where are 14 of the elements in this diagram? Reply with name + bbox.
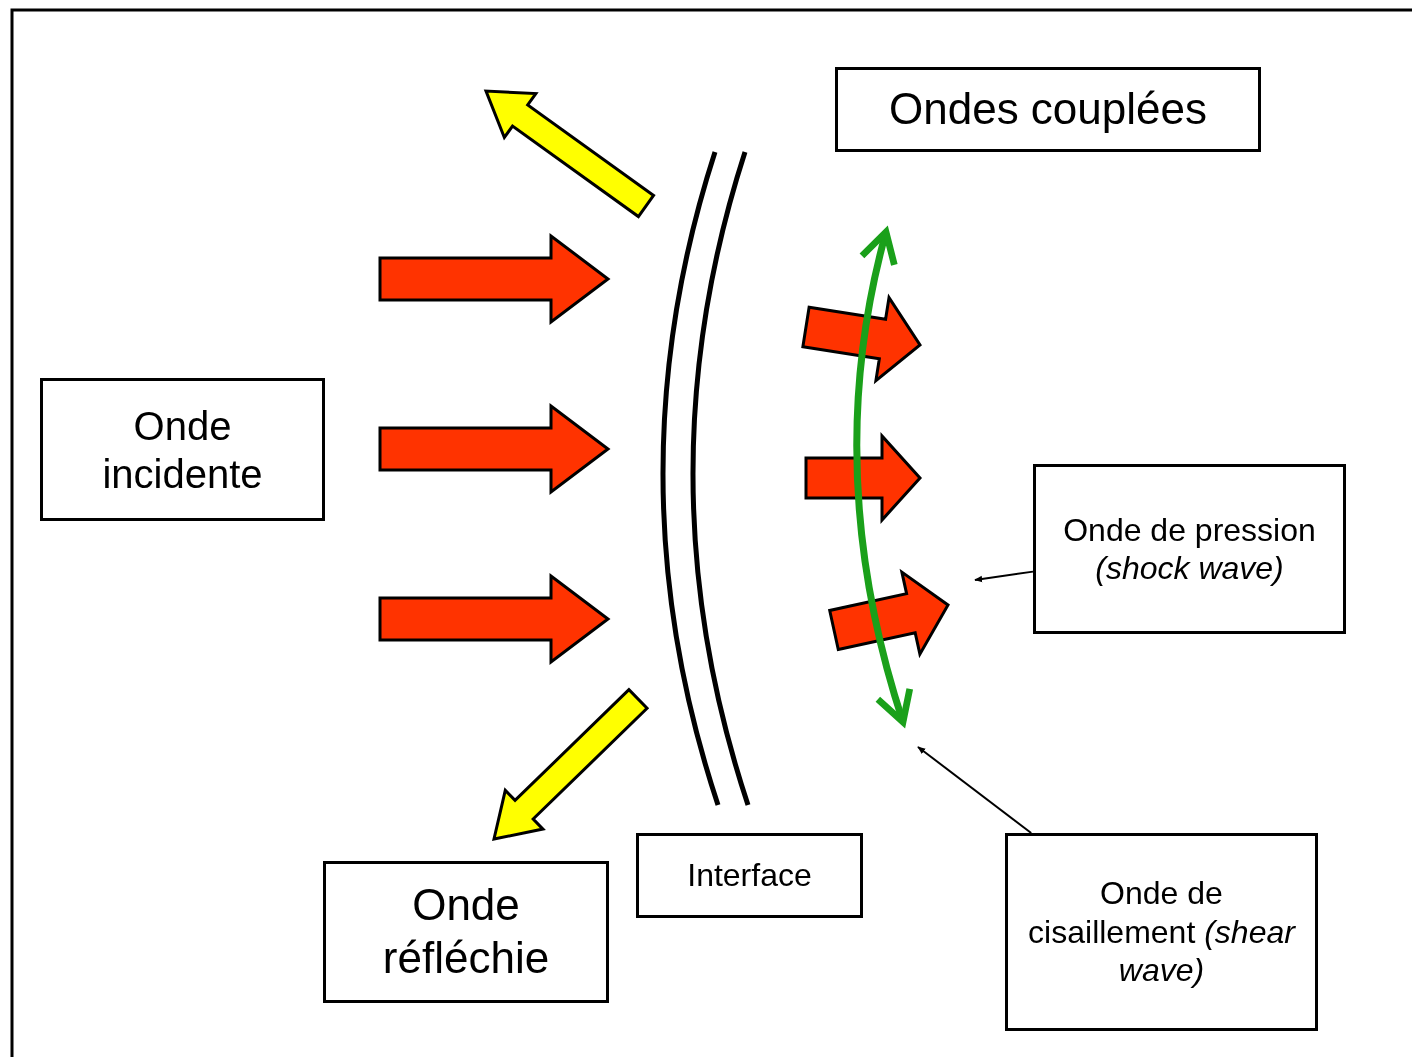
box-label: Onde de cisaillement (shear wave)	[1028, 874, 1295, 990]
box-label: Onde incidente	[101, 402, 264, 498]
text-box	[1033, 464, 1346, 634]
text-box	[323, 861, 609, 1003]
text-box	[40, 378, 325, 521]
text-box	[1005, 833, 1318, 1031]
text-box	[636, 833, 863, 918]
box-label: Onde réfléchie	[381, 879, 551, 984]
box-label: Interface	[687, 856, 812, 895]
text-box	[835, 67, 1261, 152]
box-label: Onde de pression (shock wave)	[1062, 510, 1317, 588]
leader-line	[917, 746, 1033, 834]
box-label: Ondes couplées	[889, 83, 1207, 136]
leader-line	[974, 570, 1034, 583]
